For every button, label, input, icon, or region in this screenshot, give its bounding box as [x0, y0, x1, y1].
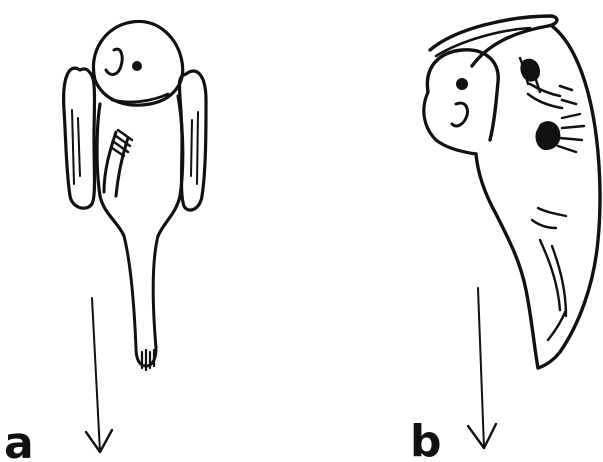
organism-b-mid-fringe [558, 114, 584, 152]
arrow-a [86, 298, 112, 452]
organism-b-hood [430, 16, 557, 66]
organism-a-left-lobe-inner [72, 110, 80, 184]
panel-b-label: b [410, 416, 442, 462]
organism-a-right-lobe-inner [191, 112, 198, 184]
organism-b-head [427, 50, 498, 140]
organism-b-upper-appendage [528, 84, 576, 108]
panel-a-label: a [4, 418, 34, 462]
organism-a [64, 21, 206, 370]
organism-b-body-right [538, 26, 600, 368]
organism-b-eye [456, 78, 468, 90]
panel-b: b [410, 16, 600, 462]
organism-b-body-left [476, 154, 538, 368]
organism-a-mouth [106, 49, 122, 74]
organism-b-mouth [452, 103, 468, 126]
arrow-b [468, 288, 496, 448]
panel-a: a [4, 21, 206, 462]
organism-a-stalk [124, 236, 158, 348]
organism-b-face [424, 92, 476, 154]
organism-a-body-right [158, 96, 183, 236]
organism-b-mid-blot [535, 121, 560, 150]
organism-a-eye [132, 61, 142, 71]
organism-b-upper-blot [520, 59, 540, 82]
organism-b [424, 16, 600, 368]
